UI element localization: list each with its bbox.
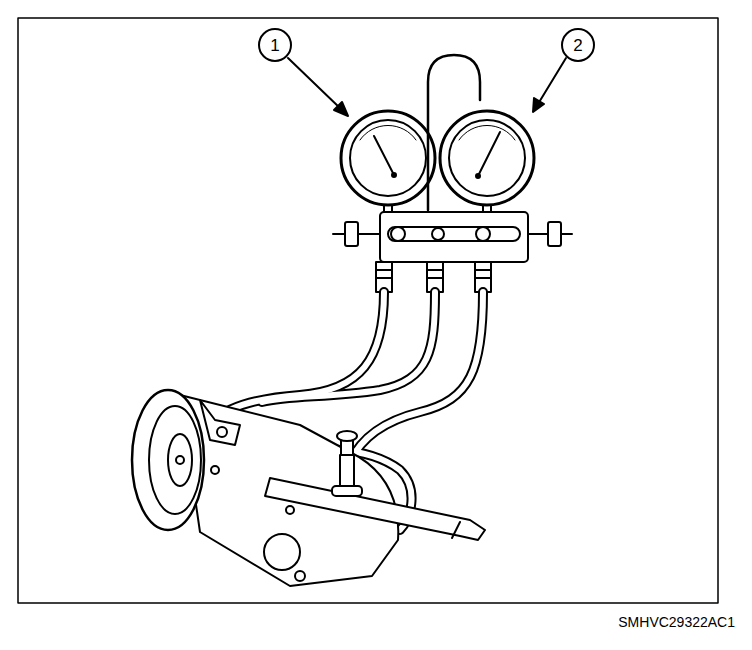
arrow-head [533, 98, 544, 112]
low-gauge [341, 111, 435, 212]
callout-circle: 1 [258, 28, 292, 62]
manifold [333, 212, 572, 292]
high-gauge [440, 111, 534, 212]
callout-circle: 2 [561, 28, 595, 62]
callout-number: 2 [573, 37, 582, 54]
hook [428, 55, 480, 210]
figure-code: SMHVC29322AC1 [618, 614, 735, 630]
frame [18, 18, 718, 603]
callout-number: 1 [270, 37, 279, 54]
leader-line [538, 58, 566, 104]
leader-line [288, 58, 342, 110]
compressor [132, 390, 485, 586]
arrow-head [334, 102, 348, 116]
